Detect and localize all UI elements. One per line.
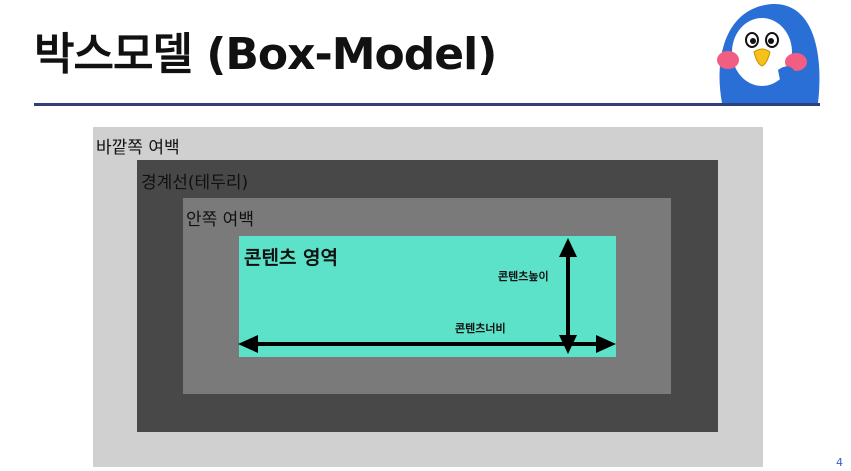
title-underline xyxy=(34,103,820,106)
page-title: 박스모델 (Box-Model) xyxy=(34,29,497,80)
penguin-mascot-icon xyxy=(717,3,820,103)
border-label: 경계선(테두리) xyxy=(141,173,249,193)
padding-label: 안쪽 여백 xyxy=(186,210,254,230)
content-width-label: 콘텐츠너비 xyxy=(455,322,506,335)
content-label: 콘텐츠 영역 xyxy=(244,247,339,269)
page-number: 4 xyxy=(836,456,843,469)
content-area xyxy=(239,236,616,357)
margin-label: 바깥쪽 여백 xyxy=(96,138,180,158)
content-height-label: 콘텐츠높이 xyxy=(498,270,549,283)
